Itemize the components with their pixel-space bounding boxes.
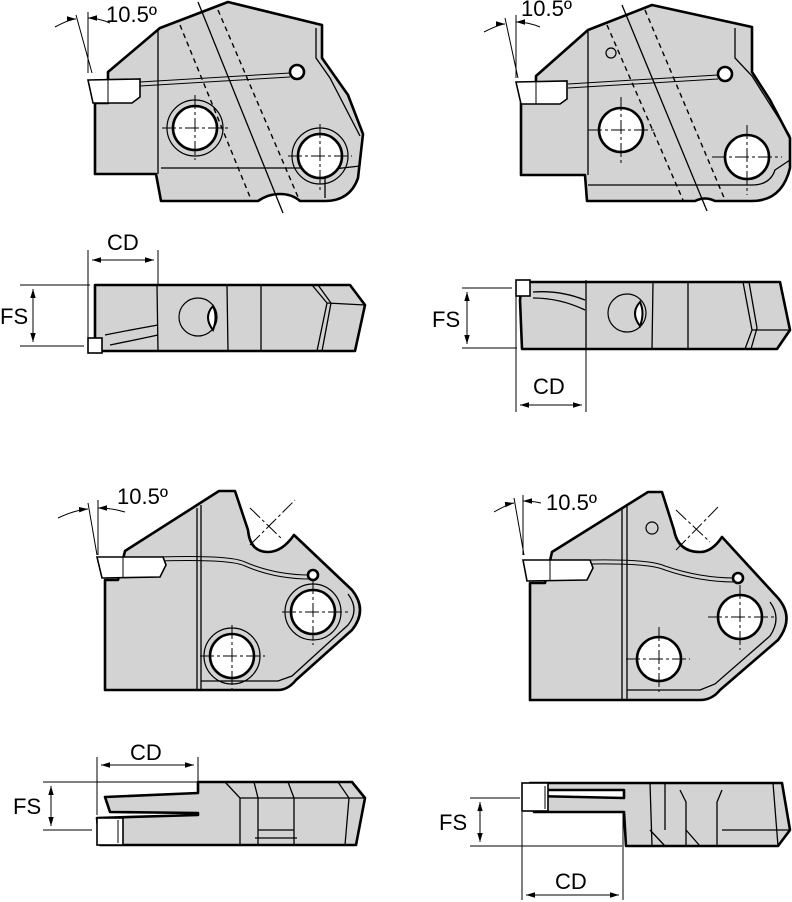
angle-label-view-2: 10.5º — [521, 0, 572, 21]
view-3-top — [57, 489, 362, 692]
view-4-side — [470, 781, 792, 900]
cd-label-view-4: CD — [555, 869, 587, 894]
angle-label-view-3: 10.5º — [117, 484, 168, 509]
angle-label-view-4: 10.5º — [546, 490, 597, 515]
cd-label-view-1: CD — [107, 230, 139, 255]
fs-label-view-1: FS — [0, 304, 29, 329]
fs-label-view-2: FS — [432, 307, 461, 332]
view-3-side — [43, 757, 367, 847]
cd-label-view-3: CD — [130, 740, 162, 765]
view-2-side — [462, 279, 792, 412]
view-4-top — [493, 490, 788, 702]
cd-label-view-2: CD — [533, 374, 565, 399]
angle-label-view-1: 10.5º — [106, 2, 157, 27]
fs-label-view-3: FS — [13, 794, 42, 819]
fs-label-view-4: FS — [439, 810, 468, 835]
view-1-side — [20, 250, 367, 354]
view-2-top — [483, 3, 792, 212]
view-1-top — [54, 0, 365, 214]
